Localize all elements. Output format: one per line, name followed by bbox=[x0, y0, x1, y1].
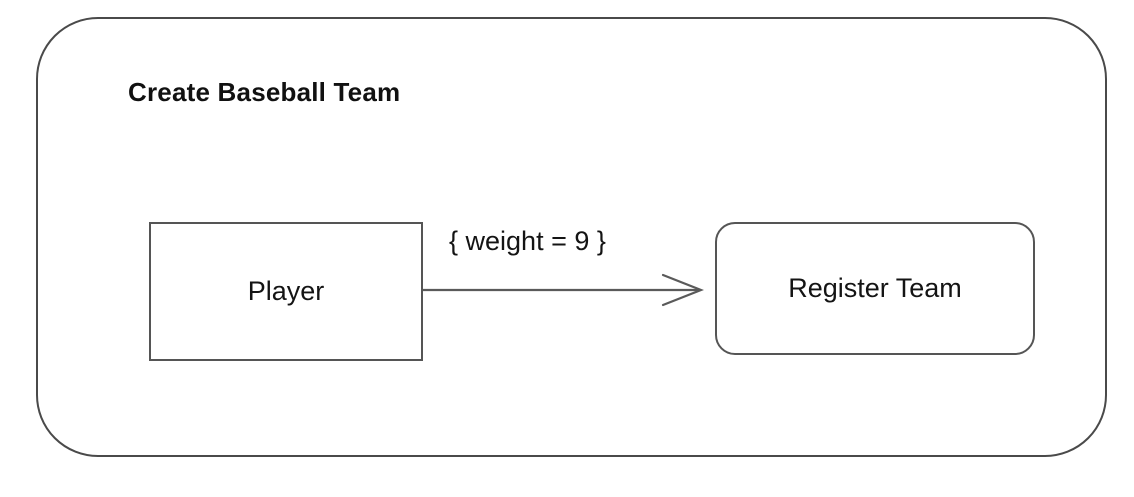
node-register-team-label: Register Team bbox=[788, 273, 962, 303]
frame-title: Create Baseball Team bbox=[128, 77, 401, 107]
edge-label-weight: { weight = 9 } bbox=[449, 226, 606, 256]
node-player[interactable]: Player bbox=[149, 222, 423, 361]
node-register-team[interactable]: Register Team bbox=[715, 222, 1035, 355]
node-player-label: Player bbox=[247, 276, 325, 306]
